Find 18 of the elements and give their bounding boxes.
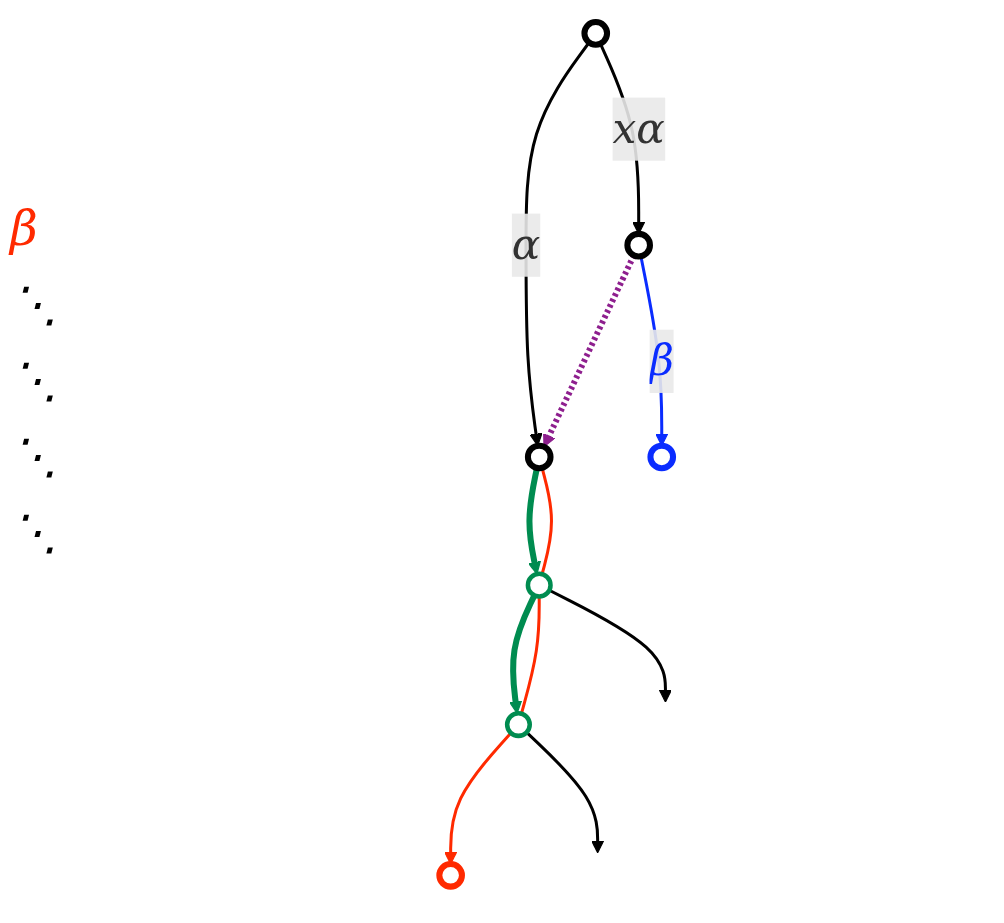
node-circle bbox=[624, 230, 653, 260]
node-circle bbox=[524, 442, 554, 472]
ellipsis-mark: ⋱ bbox=[10, 504, 59, 560]
ellipsis-mark: ⋱ bbox=[10, 352, 59, 408]
arrow bbox=[548, 588, 673, 703]
node-circle bbox=[436, 861, 465, 890]
arrow bbox=[525, 731, 605, 854]
ellipsis-mark: ⋱ bbox=[10, 276, 59, 332]
node-circle bbox=[504, 711, 532, 739]
greek-label: β bbox=[10, 200, 39, 256]
edge-label: β bbox=[649, 335, 674, 386]
node-circle bbox=[581, 19, 611, 48]
ellipsis-mark: ⋱ bbox=[10, 428, 59, 484]
edge-label: α bbox=[511, 219, 541, 270]
edge-label: xα bbox=[612, 103, 665, 154]
arrow bbox=[526, 467, 541, 575]
node-circle bbox=[647, 442, 677, 472]
node-circle bbox=[525, 571, 553, 599]
